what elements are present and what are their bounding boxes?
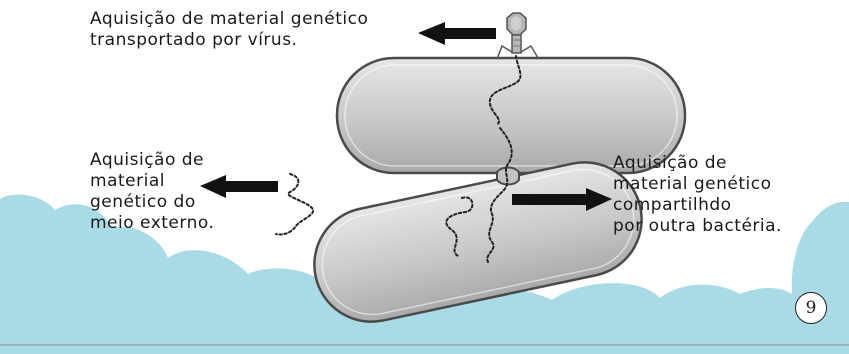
caption-line: transportado por vírus. xyxy=(90,30,368,51)
arrow-left-icon xyxy=(418,22,496,45)
dna-fragment-icon xyxy=(276,174,313,235)
caption-conjugation: Aquisição de material genético compartil… xyxy=(613,153,782,237)
caption-line: material genético xyxy=(613,174,782,195)
caption-environment-uptake: Aquisição de material genético do meio e… xyxy=(90,150,214,234)
caption-line: por outra bactéria. xyxy=(613,216,782,237)
caption-line: Aquisição de xyxy=(90,150,214,171)
caption-line: material xyxy=(90,171,214,192)
caption-virus-transfer: Aquisição de material genético transport… xyxy=(90,9,368,51)
page-number-badge: 9 xyxy=(795,292,827,324)
caption-line: genético do xyxy=(90,192,214,213)
caption-line: Aquisição de material genético xyxy=(90,9,368,30)
conjugation-bridge xyxy=(497,168,519,185)
caption-line: Aquisição de xyxy=(613,153,782,174)
bacteriophage-icon xyxy=(497,13,538,59)
caption-line: meio externo. xyxy=(90,213,214,234)
caption-line: compartilhdo xyxy=(613,195,782,216)
